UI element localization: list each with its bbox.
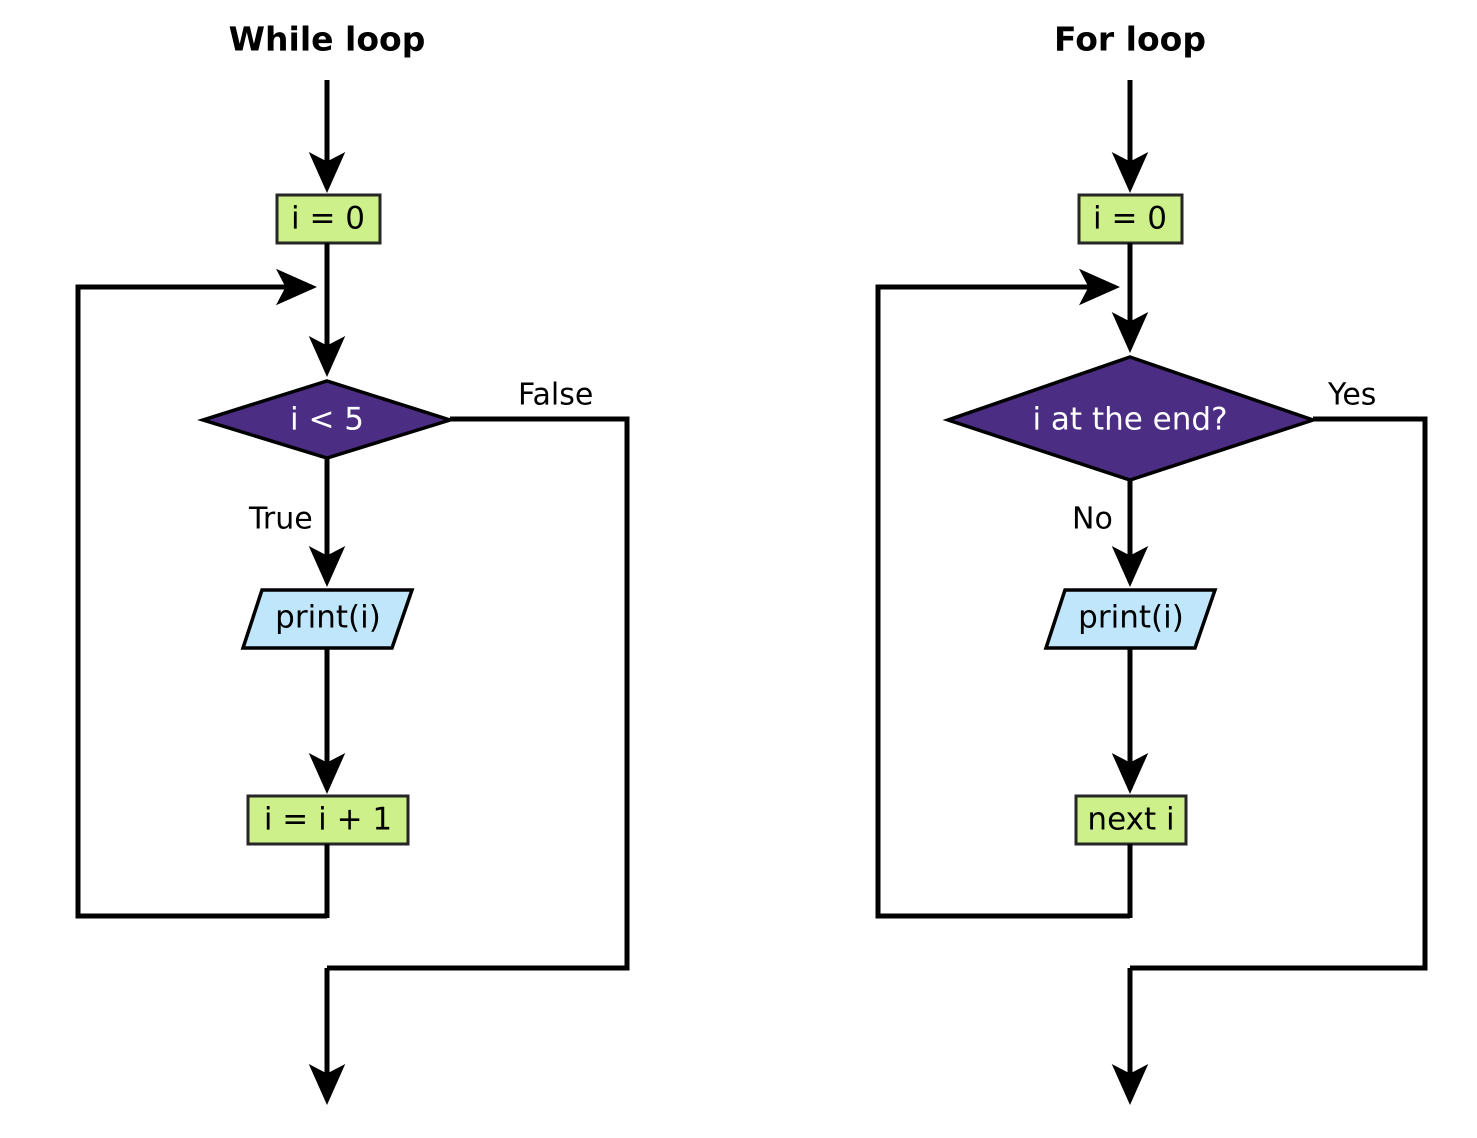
for-body-label: print(i) (1078, 600, 1184, 636)
while-loopback-arrow (75, 268, 327, 919)
while-condition-label: i < 5 (290, 402, 364, 438)
for-condition-label: i at the end? (1032, 402, 1227, 438)
while-loop-group: While loop i = 0 i < 5 False True p (75, 20, 630, 1106)
for-increment-box (1074, 794, 1188, 846)
while-body-label: print(i) (275, 600, 381, 636)
while-increment-label: i = i + 1 (264, 802, 392, 838)
while-true-label: True (248, 502, 313, 537)
for-increment-label: next i (1087, 802, 1174, 838)
for-yes-label: Yes (1327, 378, 1376, 413)
for-loopback-arrow (875, 268, 1130, 919)
for-loop-title: For loop (1054, 20, 1206, 59)
while-increment-box (246, 794, 410, 846)
for-init-label: i = 0 (1093, 201, 1167, 237)
while-body-parallelogram (240, 588, 415, 650)
while-false-label: False (518, 378, 593, 413)
for-no-label: No (1072, 502, 1113, 537)
while-init-label: i = 0 (291, 201, 365, 237)
for-loop-group: For loop i = 0 i at the end? Yes No (875, 20, 1428, 1106)
for-body-parallelogram (1043, 588, 1218, 650)
for-init-box (1077, 193, 1184, 245)
for-yes-branch-path (1130, 416, 1428, 971)
while-false-branch-path (327, 416, 630, 971)
while-loop-title: While loop (229, 20, 426, 59)
